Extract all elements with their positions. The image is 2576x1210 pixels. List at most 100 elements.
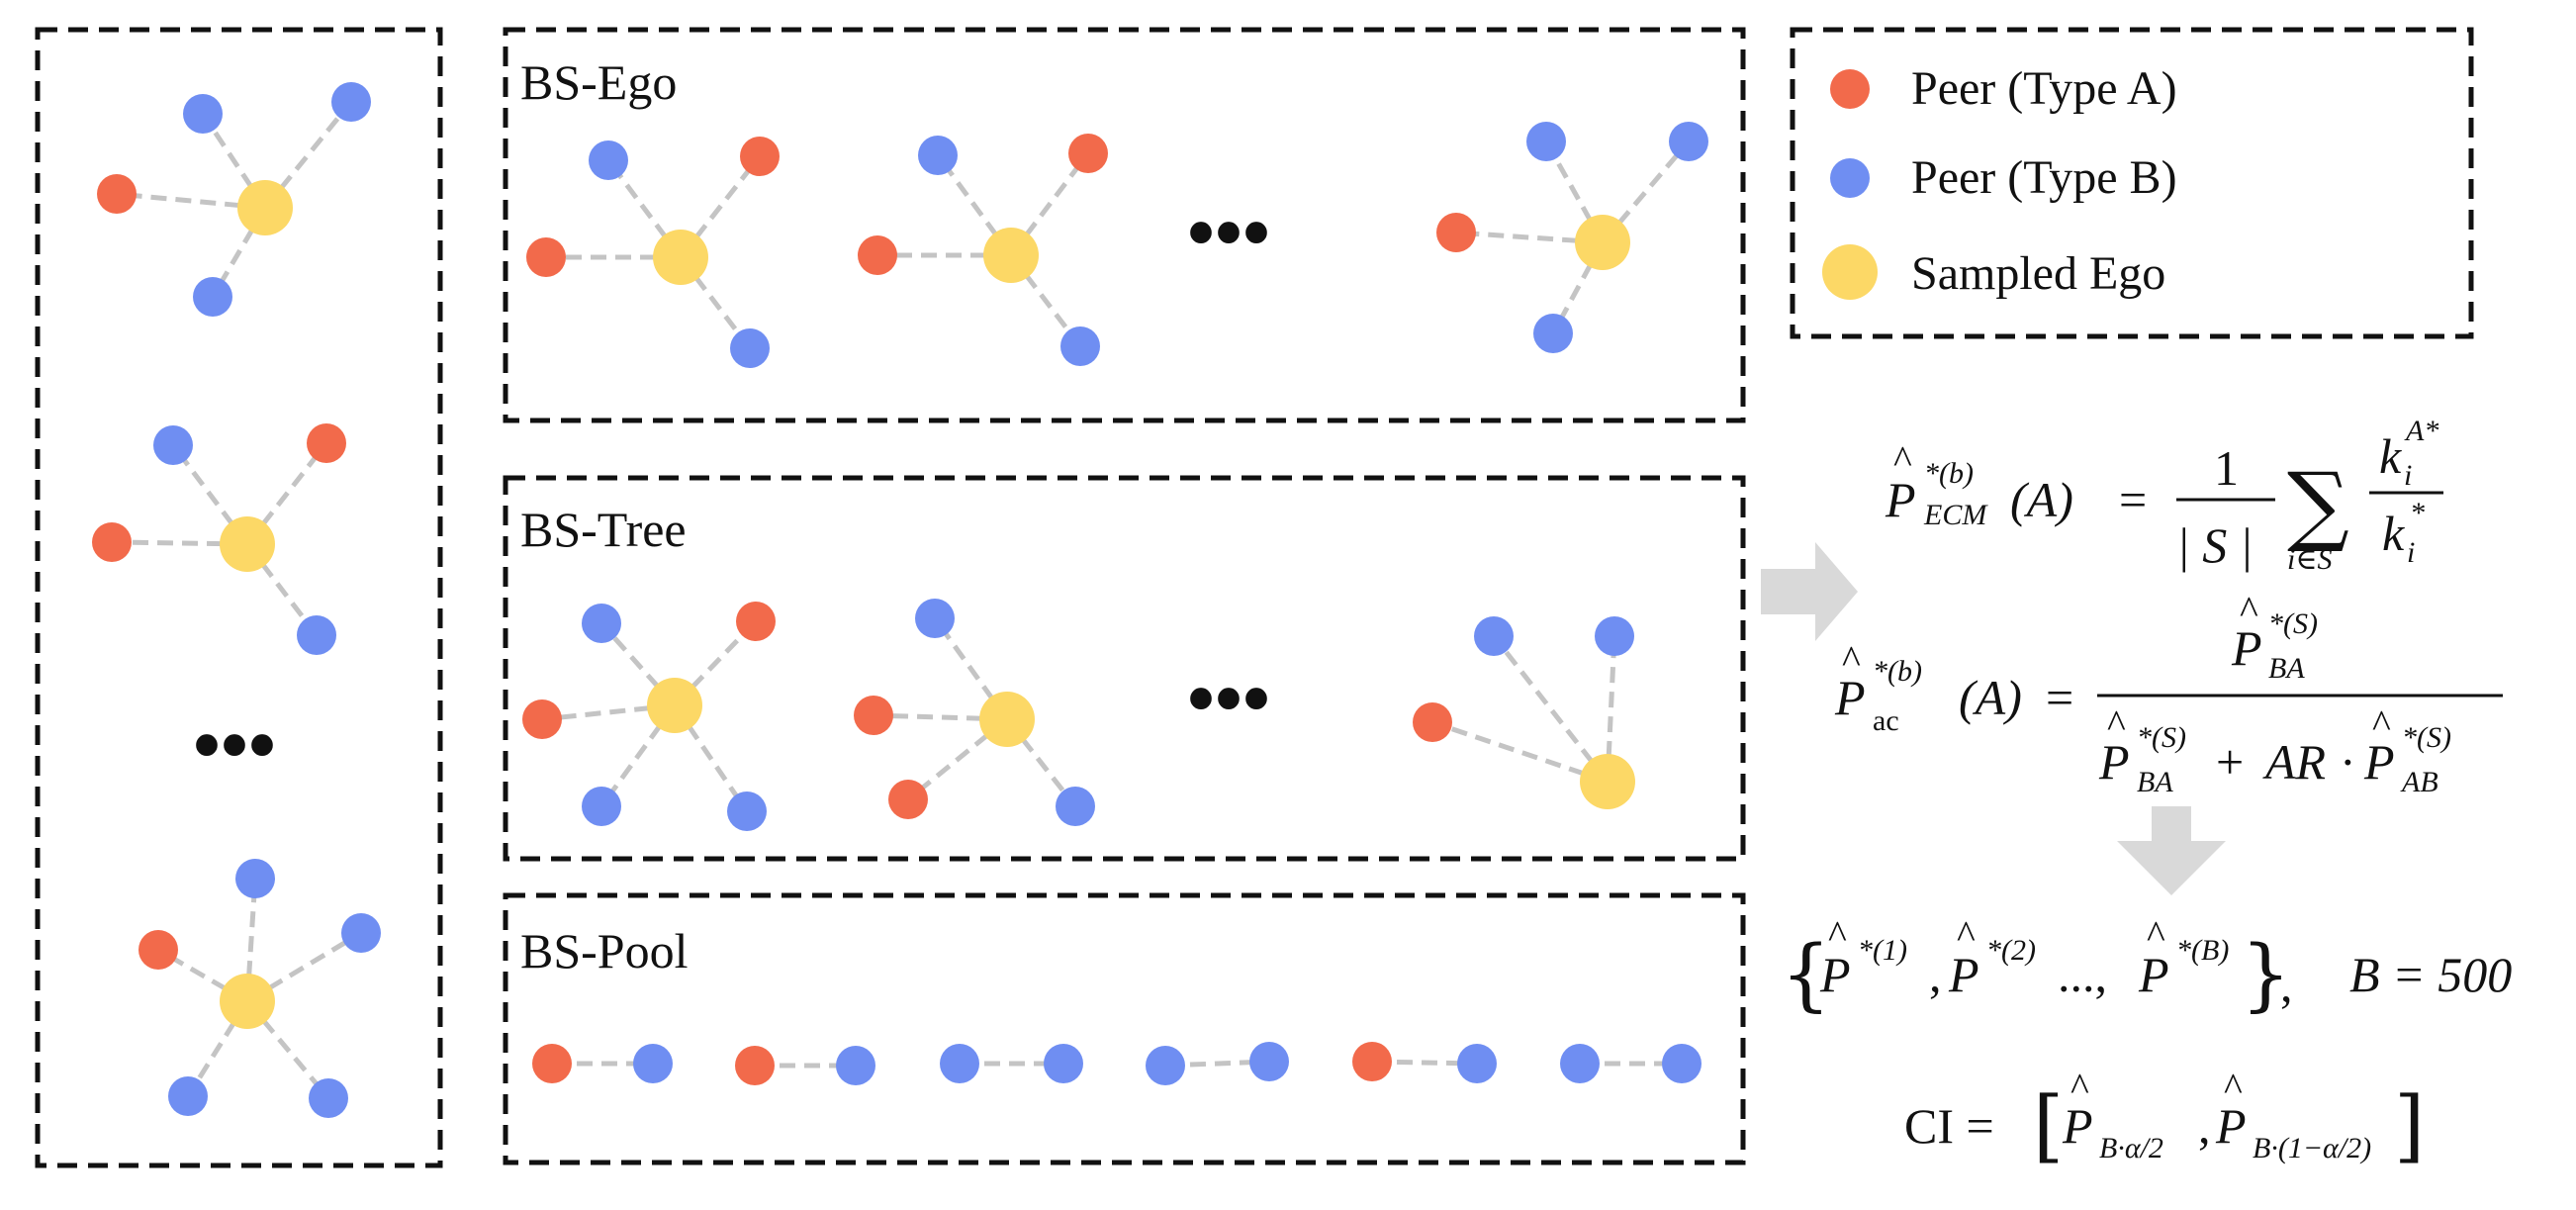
bs-tree-box [503, 475, 1746, 862]
hat: ^ [2107, 701, 2126, 746]
peer-b-node [1249, 1042, 1289, 1081]
legend-type-a-label: Peer (Type A) [1911, 62, 2177, 115]
down-arrow [2117, 806, 2226, 895]
peer-b-node [1595, 616, 1634, 656]
peer-b-node [1669, 122, 1708, 161]
ecm-num-k: k [2379, 428, 2402, 484]
ecm-den-sub: i [2407, 536, 2415, 569]
peer-a-node [1068, 134, 1108, 173]
peer-a-node [92, 522, 132, 562]
legend-type-b-label: Peer (Type B) [1911, 151, 2177, 204]
ci-sub-1: B·α/2 [2099, 1132, 2163, 1164]
peer-a-node [1436, 213, 1476, 252]
set-dots: ..., [2058, 947, 2107, 1002]
bs-pool-label: BS-Pool [520, 923, 689, 978]
bs-ego-label: BS-Ego [520, 54, 677, 110]
formula-bootstrap-set: { ^ P *(1) , ^ P *(2) ..., ^ P *(B) } , … [1781, 912, 2512, 1020]
peer-b-node [1060, 326, 1100, 366]
bs-pool-box [503, 892, 1746, 1165]
left-ellipsis: ••• [193, 702, 276, 790]
peer-b-node [331, 82, 371, 122]
left-brace: { [1781, 928, 1831, 1020]
peer-b-node [1533, 314, 1573, 353]
set-sep-1: , [1929, 947, 1942, 1002]
ego-node [1580, 754, 1635, 809]
hat: ^ [1957, 912, 1976, 957]
ac-equals: = [2046, 670, 2073, 725]
peer-b-node [730, 328, 770, 368]
peer-b-node [1146, 1046, 1185, 1085]
set-p1-sup: *(1) [1858, 934, 1907, 967]
ac-plus: + [2216, 734, 2244, 790]
peer-b-node [1474, 616, 1514, 656]
ac-den2-sub: AB [2400, 766, 2438, 798]
formula-ci: CI = [ ^ P B·α/2 , ^ P B·(1−α/2) ] [1904, 1065, 2425, 1171]
peer-a-node [888, 780, 928, 819]
sum-sign: ∑ [2287, 453, 2349, 555]
peer-b-node [1662, 1044, 1702, 1083]
legend-box [1790, 27, 2474, 339]
peer-a-node [307, 423, 346, 463]
formula-ecm: ^ P *(b) ECM (A) = 1 | S | ∑ i∈S k i A* … [1885, 415, 2443, 576]
bs-ego-sample-3 [1436, 122, 1708, 353]
peer-b-node [235, 859, 275, 898]
peer-a-node [858, 235, 897, 275]
bs-ego-sample-1 [526, 137, 780, 368]
hat: ^ [1828, 912, 1847, 957]
peer-a-node [854, 696, 893, 735]
bs-tree-ellipsis: ••• [1187, 656, 1270, 743]
peer-b-node [183, 94, 223, 134]
bs-ego-ellipsis: ••• [1187, 190, 1270, 277]
ego-node [220, 974, 275, 1029]
ecm-den-k: k [2382, 506, 2405, 561]
ego-node [220, 516, 275, 572]
ego-node [1575, 215, 1630, 270]
left-ego-2 [92, 423, 346, 655]
ecm-lhs-sub: ECM [1923, 499, 1988, 531]
peer-b-node [582, 787, 621, 826]
peer-a-node [740, 137, 780, 176]
ego-node [979, 692, 1035, 747]
bs-tree-sample-2 [854, 599, 1095, 826]
hat: ^ [1893, 437, 1912, 482]
peer-a-node [522, 699, 562, 739]
bs-tree-sample-1 [522, 602, 776, 831]
peer-b-node [341, 913, 381, 953]
right-arrow [1761, 542, 1858, 641]
ci-base-2: P [2215, 1098, 2247, 1154]
hat: ^ [2147, 912, 2165, 957]
ecm-denom: | S | [2176, 517, 2254, 573]
left-panel-box [35, 27, 443, 1168]
hat: ^ [2372, 701, 2391, 746]
peer-a-node [735, 1046, 775, 1085]
peer-b-node [1560, 1044, 1600, 1083]
hat: ^ [2240, 588, 2258, 632]
left-ego-1 [97, 82, 371, 317]
bs-tree-sample-3 [1413, 616, 1635, 809]
set-pb-sup: *(B) [2176, 934, 2229, 967]
ecm-one: 1 [2214, 440, 2239, 496]
ac-den2-base: P [2363, 734, 2395, 790]
peer-b-node [1457, 1044, 1497, 1083]
ac-den1-sub: BA [2137, 766, 2173, 798]
left-ego-3 [138, 859, 381, 1118]
ac-den2-sup: *(S) [2402, 721, 2451, 754]
peer-a-node [736, 602, 776, 641]
peer-a-node [97, 174, 137, 214]
peer-a-node [138, 930, 178, 970]
legend-ego-label: Sampled Ego [1911, 247, 2165, 300]
peer-b-node [193, 277, 232, 317]
hat: ^ [2070, 1065, 2089, 1109]
right-brace: } [2241, 928, 2291, 1020]
peer-a-node [526, 237, 566, 277]
ac-num-sub: BA [2268, 652, 2305, 685]
ac-lhs-sub: ac [1873, 704, 1899, 737]
peer-b-node [915, 599, 955, 638]
ecm-lhs-base: P [1885, 472, 1916, 527]
set-p2-base: P [1948, 947, 1979, 1002]
set-p2-sup: *(2) [1986, 934, 2036, 967]
ac-arg: (A) [1959, 670, 2022, 725]
peer-b-node [168, 1076, 208, 1116]
peer-b-node [1044, 1044, 1083, 1083]
ego-node [983, 228, 1039, 283]
